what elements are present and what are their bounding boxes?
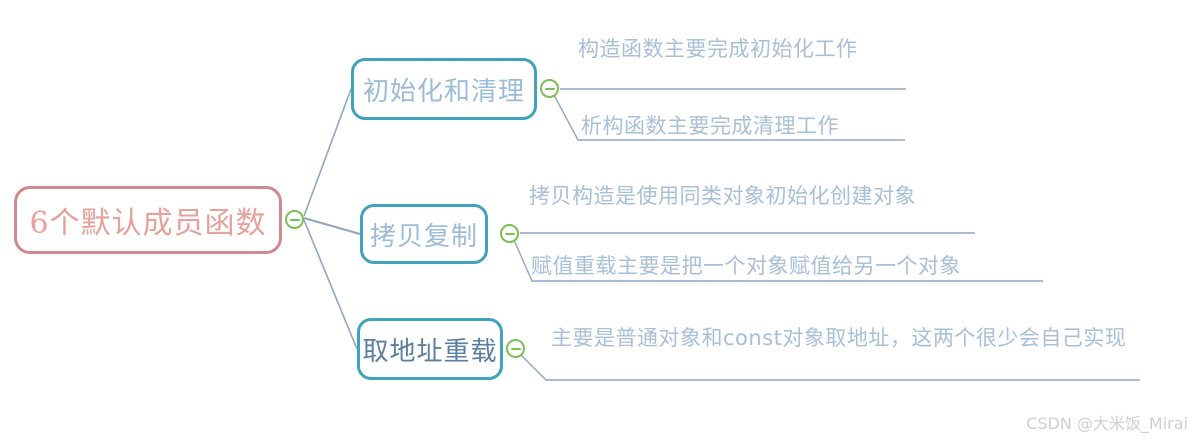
- mindmap-branch-label-2: 取地址重载: [362, 336, 498, 367]
- connector-branch-0-to-leaf-1: [553, 94, 905, 141]
- connector-root-to-branch-2: [303, 219, 358, 350]
- mindmap-leaf-1-1[interactable]: 赋值重载主要是把一个对象赋值给另一个对象: [531, 254, 961, 278]
- mindmap-root-label: 6个默认成员函数: [29, 206, 267, 241]
- collapse-minus-icon-branch-1[interactable]: [500, 224, 519, 243]
- connector-root-to-branch-0: [303, 88, 352, 217]
- mindmap-leaf-0-1[interactable]: 析构函数主要完成清理工作: [581, 114, 839, 138]
- mindmap-branch-node-0[interactable]: 初始化和清理: [351, 58, 537, 120]
- minus-glyph: [510, 347, 521, 350]
- collapse-minus-icon-root[interactable]: [285, 210, 304, 229]
- collapse-minus-icon-branch-2[interactable]: [506, 339, 525, 358]
- connector-root-to-branch-1: [303, 216, 361, 236]
- mindmap-leaf-0-0[interactable]: 构造函数主要完成初始化工作: [578, 37, 858, 61]
- mindmap-leaf-1-0[interactable]: 拷贝构造是使用同类对象初始化创建对象: [529, 184, 916, 208]
- mindmap-branch-label-1: 拷贝复制: [369, 221, 478, 252]
- mindmap-branch-node-1[interactable]: 拷贝复制: [360, 204, 488, 264]
- mindmap-leaf-2-0[interactable]: 主要是普通对象和const对象取地址，这两个很少会自己实现: [551, 326, 1127, 350]
- connector-branch-1-to-leaf-1: [513, 239, 1043, 282]
- collapse-minus-icon-branch-0[interactable]: [540, 79, 559, 98]
- connector-branch-2-to-leaf-0: [519, 353, 1140, 381]
- csdn-watermark: CSDN @大米饭_Mirai: [1026, 414, 1188, 433]
- minus-glyph: [504, 232, 515, 235]
- mindmap-branch-label-0: 初始化和清理: [362, 76, 525, 107]
- minus-glyph: [289, 218, 300, 221]
- minus-glyph: [544, 87, 555, 90]
- mindmap-root-node[interactable]: 6个默认成员函数: [14, 186, 282, 254]
- mindmap-branch-node-2[interactable]: 取地址重载: [357, 318, 503, 380]
